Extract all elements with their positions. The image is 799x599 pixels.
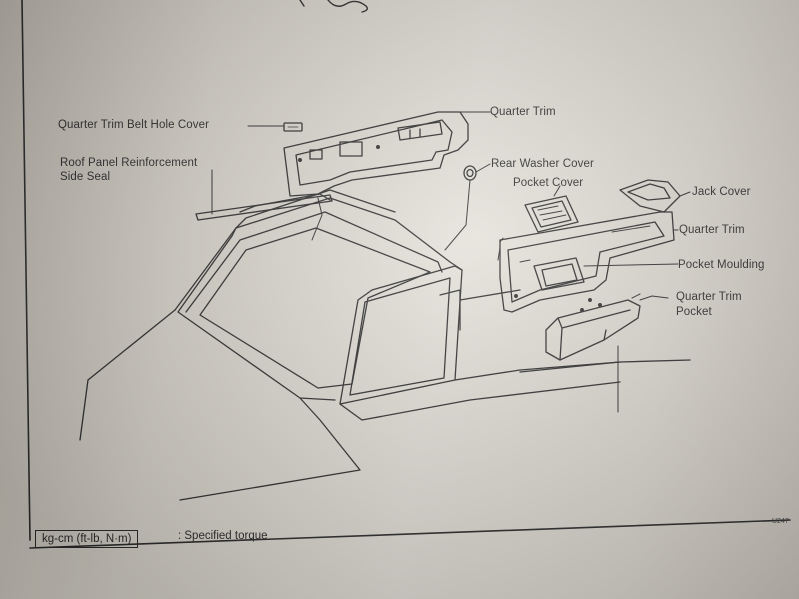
label-rear-washer-cover: Rear Washer Cover — [491, 158, 594, 170]
label-roof-panel-line1: Roof Panel Reinforcement — [60, 157, 198, 169]
label-quarter-trim-pocket-line1: Quarter Trim — [676, 291, 742, 303]
quarter-trim-pocket — [545, 293, 669, 413]
label-pocket-moulding: Pocket Moulding — [678, 259, 765, 271]
label-pocket-cover: Pocket Cover — [513, 177, 584, 189]
roof-panel-side-seal — [195, 169, 333, 241]
rear-washer-cover — [444, 163, 491, 251]
figure-code: U247 — [772, 518, 789, 525]
label-jack-cover: Jack Cover — [692, 186, 751, 198]
torque-unit-description: : Specified torque — [178, 530, 268, 542]
label-roof-panel-line2: Side Seal — [60, 171, 111, 183]
jack-cover — [619, 179, 691, 213]
page-frame — [21, 0, 791, 549]
pocket-cover — [524, 185, 579, 233]
cab-body — [79, 189, 691, 501]
quarter-trim-upper — [283, 111, 491, 197]
label-quarter-trim-top: Quarter Trim — [490, 106, 556, 118]
label-quarter-trim-pocket-line2: Pocket — [676, 306, 712, 318]
quarter-trim-right — [497, 211, 679, 313]
belt-hole-cover — [247, 122, 303, 132]
label-quarter-trim-belt-hole-cover: Quarter Trim Belt Hole Cover — [58, 119, 210, 131]
top-fragment — [299, 0, 369, 13]
label-quarter-trim-right: Quarter Trim — [679, 224, 745, 236]
torque-unit-box: kg-cm (ft-lb, N·m) — [35, 530, 139, 548]
